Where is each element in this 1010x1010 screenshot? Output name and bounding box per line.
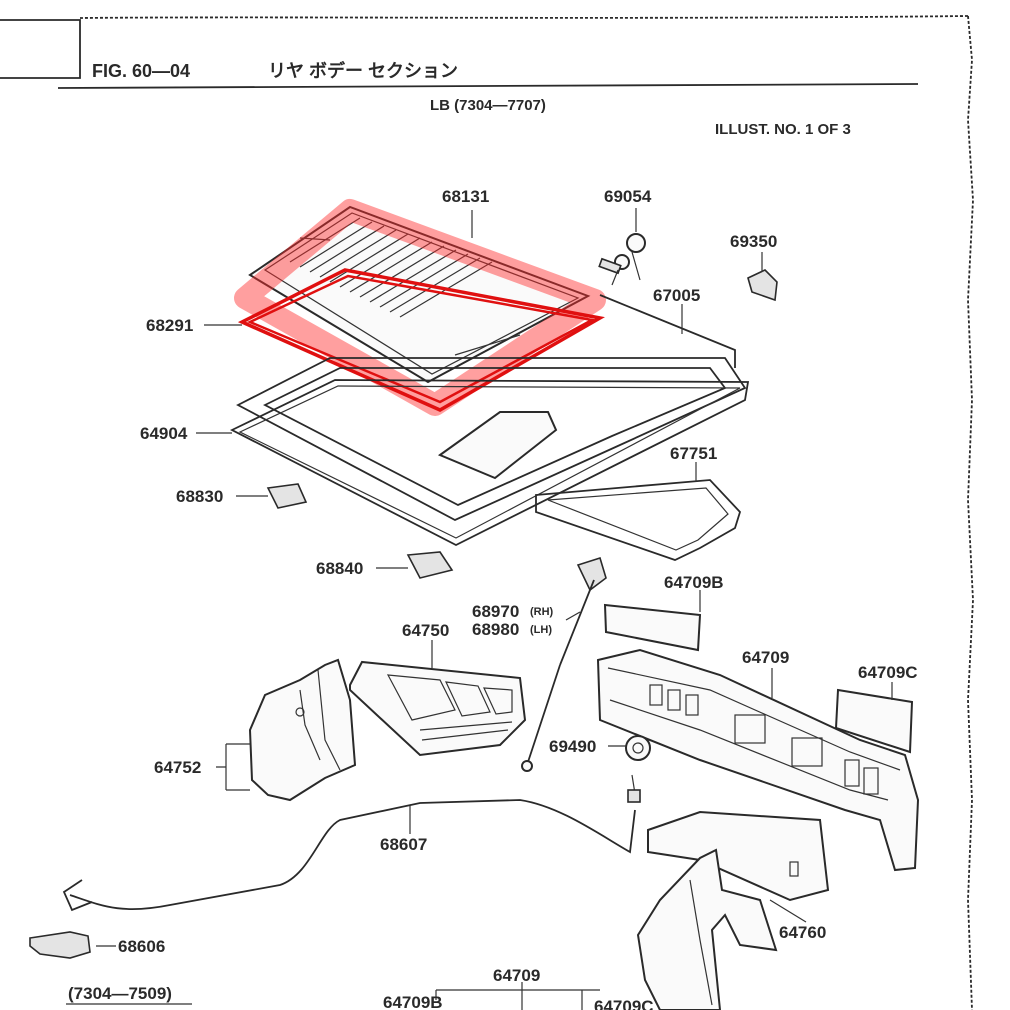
label-69350: 69350 xyxy=(730,232,777,251)
label-64760: 64760 xyxy=(779,923,826,942)
wheel-house-64752 xyxy=(248,658,357,802)
bumper-68840 xyxy=(406,551,454,579)
gas-strut xyxy=(521,556,607,772)
label-68830: 68830 xyxy=(176,487,223,506)
label-67005: 67005 xyxy=(653,286,700,305)
label-64750: 64750 xyxy=(402,621,449,640)
rear-panel-64709 xyxy=(596,648,920,872)
page-frame xyxy=(0,15,974,1010)
label-69490: 69490 xyxy=(549,737,596,756)
lock-69490 xyxy=(625,735,651,803)
pad-64709B xyxy=(603,603,702,652)
date-range: (7304—7509) xyxy=(68,984,172,1003)
quarter-panel-64750 xyxy=(349,660,527,757)
label-68606: 68606 xyxy=(118,937,165,956)
glass-hatch-68131 xyxy=(248,205,591,384)
label-64709B: 64709B xyxy=(664,573,724,592)
label-68607: 68607 xyxy=(380,835,427,854)
label-bottom-64709B: 64709B xyxy=(383,993,443,1010)
label-68131: 68131 xyxy=(442,187,489,206)
outer-seal-inner-line xyxy=(238,385,741,539)
figure-subtitle: LB (7304—7707) xyxy=(430,97,546,114)
bumper-68830 xyxy=(266,483,308,509)
label-bottom-64709: 64709 xyxy=(493,966,540,985)
label-68970: 68970 xyxy=(472,602,519,621)
cable-end xyxy=(62,879,93,912)
label-64904: 64904 xyxy=(140,424,188,443)
highlight-seal-68291 xyxy=(234,199,606,416)
pad-64709C xyxy=(834,688,914,754)
label-68980-side: (LH) xyxy=(530,624,552,636)
striker-69350 xyxy=(747,269,778,302)
label-69054: 69054 xyxy=(604,187,652,206)
inner-panel-64760 xyxy=(636,810,830,1010)
label-64709: 64709 xyxy=(742,648,789,667)
leader-lines xyxy=(96,208,893,1010)
label-64752: 64752 xyxy=(154,758,201,777)
label-bottom-64709C: 64709C xyxy=(594,997,654,1010)
illustration-number: ILLUST. NO. 1 OF 3 xyxy=(715,121,851,138)
label-68291: 68291 xyxy=(146,316,193,335)
release-cable-68607 xyxy=(69,799,636,911)
label-68970-side: (RH) xyxy=(530,606,554,618)
figure-title: リヤ ボデー セクション xyxy=(268,60,458,81)
outer-seal-64904 xyxy=(229,379,750,547)
label-67751: 67751 xyxy=(670,444,717,463)
latch-69054 xyxy=(598,233,646,286)
figure-number: FIG. 60—04 xyxy=(92,61,190,81)
label-68840: 68840 xyxy=(316,559,363,578)
label-64709C: 64709C xyxy=(858,663,918,682)
handle-68606 xyxy=(29,931,91,959)
label-68980: 68980 xyxy=(472,620,519,639)
panel-67751 xyxy=(535,479,742,561)
